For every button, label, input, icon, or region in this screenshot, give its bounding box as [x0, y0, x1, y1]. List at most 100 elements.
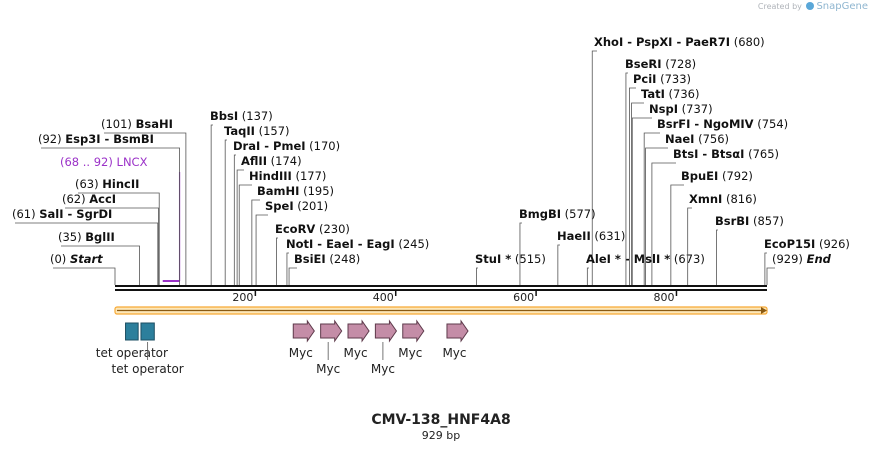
site-leader: [104, 132, 187, 285]
site-leader: [643, 132, 660, 285]
site-nspi: NspI (737): [631, 102, 713, 285]
myc-arrow: [374, 319, 398, 343]
site-acci: (62) AccI: [62, 192, 159, 285]
site-position: (754): [754, 117, 789, 131]
site-label: (929) End: [772, 252, 832, 266]
site-sali-sgrdi: (61) SalI - SgrDI: [12, 207, 159, 285]
site-label: (62) AccI: [62, 192, 116, 206]
site-name: AflII: [241, 154, 267, 168]
myc-arrow: [347, 319, 370, 343]
site-label: TaqII (157): [224, 124, 290, 138]
site-label: PciI (733): [633, 72, 691, 86]
site-spei: SpeI (201): [255, 199, 328, 285]
credit-brand: SnapGene: [816, 1, 868, 12]
site-leader: [65, 207, 159, 285]
site-position: (737): [678, 102, 713, 116]
myc-tag-3: Myc: [289, 319, 315, 360]
site-name: AccI: [89, 192, 116, 206]
site-leader: [631, 117, 652, 285]
site-position: (245): [395, 237, 430, 251]
site-label: BsrFI - NgoMIV (754): [657, 117, 788, 131]
site-name: Start: [70, 252, 103, 266]
site-leader: [764, 252, 767, 285]
site-position: (857): [749, 214, 784, 228]
feature-label: Myc: [289, 346, 313, 360]
site-label: XhoI - PspXI - PaeR7I (680): [594, 35, 765, 49]
site-bmgbi: BmgBI (577): [519, 207, 596, 285]
site-leader: [716, 229, 718, 285]
site-position: (230): [315, 222, 350, 236]
site-name: NaeI: [665, 132, 694, 146]
myc-tag-6: Myc: [371, 319, 398, 376]
credit-prefix: Created by: [757, 2, 802, 11]
site-name: HincII: [102, 177, 139, 191]
site-label: BtsI - BtsαI (765): [673, 147, 779, 161]
myc-tag-7: Myc: [398, 319, 425, 360]
site-label: EcoP15I (926): [764, 237, 850, 251]
myc-arrow: [446, 319, 469, 343]
site-name: BsrBI: [715, 214, 749, 228]
site-position: (929): [772, 252, 807, 266]
site-end: (929) End: [766, 252, 832, 285]
site-leader: [519, 222, 522, 285]
site-label: (92) Esp3I - BsmBI: [38, 132, 154, 146]
site-label: (101) BsaHI: [101, 117, 173, 131]
site-leader: [276, 237, 278, 285]
site-name: BamHI: [257, 184, 299, 198]
site-name: BglII: [85, 230, 115, 244]
restriction-sites: (0) Start(35) BglII(61) SalI - SgrDI(62)…: [12, 35, 850, 285]
tick-label: 200: [232, 291, 253, 304]
site-name: TaqII: [224, 124, 255, 138]
tet-operator-2: tet operator: [112, 322, 184, 376]
site-name: BsiEI: [294, 252, 326, 266]
site-leader: [586, 267, 589, 285]
site-position: (680): [730, 35, 765, 49]
site-name: XhoI - PspXI - PaeR7I: [594, 35, 730, 49]
site-bsahi: (101) BsaHI: [101, 117, 187, 285]
snapgene-credit: Created by SnapGene: [758, 1, 868, 12]
site-name: BpuEI: [681, 169, 718, 183]
site-hincii: (63) HincII: [75, 177, 160, 285]
feature-label: Myc: [442, 346, 466, 360]
tet-operator-box: [140, 322, 155, 341]
site-label: NspI (737): [649, 102, 713, 116]
site-name: BbsI: [210, 109, 238, 123]
tet-operator-box: [125, 322, 139, 341]
site-leader: [238, 184, 252, 285]
site-position: (926): [815, 237, 850, 251]
site-name: BmgBI: [519, 207, 561, 221]
site-leader: [53, 267, 116, 285]
site-leader: [61, 245, 140, 285]
site-position: (515): [511, 252, 546, 266]
site-esp3i-bsmbi: (92) Esp3I - BsmBI: [38, 132, 180, 285]
site-label: HindIII (177): [249, 169, 326, 183]
site-ecop15i: EcoP15I (926): [764, 237, 850, 285]
site-position: (61): [12, 207, 39, 221]
site-position: (577): [561, 207, 596, 221]
site-label: BamHI (195): [257, 184, 334, 198]
site-naei: NaeI (756): [645, 132, 729, 285]
tet-operator-1: tet operator: [96, 322, 168, 360]
site-name: LNCX: [117, 155, 148, 169]
site-label: NotI - EaeI - EagI (245): [286, 237, 429, 251]
site-position: (157): [255, 124, 290, 138]
tick-label: 800: [653, 291, 674, 304]
myc-arrow: [320, 319, 343, 343]
site-aflii: AflII (174): [236, 154, 302, 285]
myc-tag-4: Myc: [316, 319, 343, 376]
site-label: BsiEI (248): [294, 252, 360, 266]
site-position: (174): [267, 154, 302, 168]
site-position: (177): [292, 169, 327, 183]
site-position: (756): [694, 132, 729, 146]
site-leader: [670, 184, 684, 285]
site-position: (728): [662, 57, 697, 71]
site-name: HaeII: [557, 229, 591, 243]
site-tati: TatI (736): [631, 87, 700, 285]
site-label: HaeII (631): [557, 229, 625, 243]
site-name: TatI: [641, 87, 665, 101]
site-name: DraI - PmeI: [233, 139, 306, 153]
site-label: StuI * (515): [475, 252, 546, 266]
feature-label: Myc: [344, 346, 368, 360]
site-leader: [557, 244, 560, 285]
